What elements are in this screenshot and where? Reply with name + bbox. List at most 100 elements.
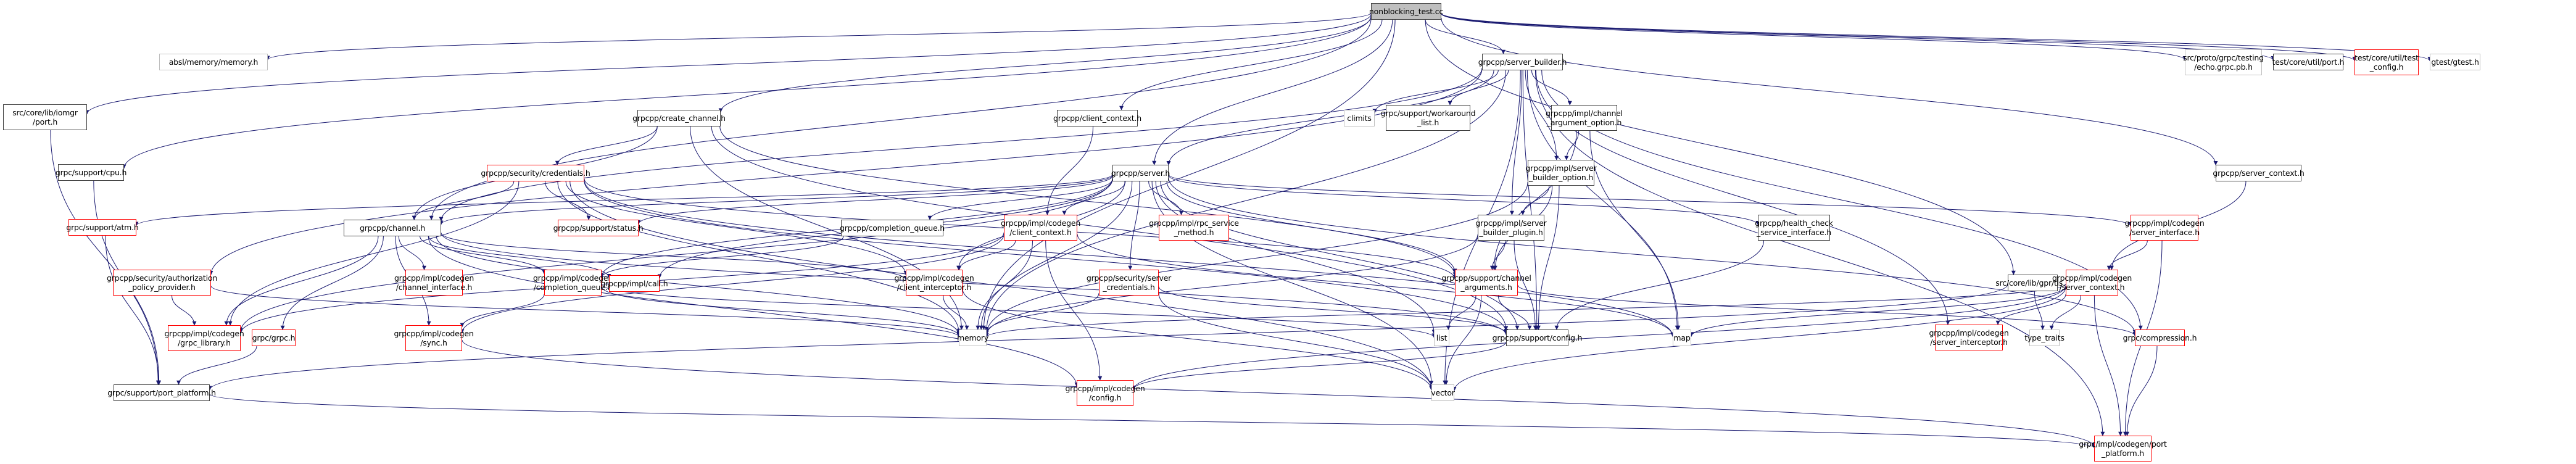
edge-root-to-client-context (1119, 19, 1383, 110)
edge-channel-to-channel-interface (398, 236, 426, 270)
node-completion-queue[interactable]: grpcpp/completion_queue.h (840, 220, 945, 236)
node-gtest: gtest/gtest.h (2430, 54, 2480, 70)
node-echo-pb: src/proto/grpc/testing /echo.grpc.pb.h (2183, 49, 2264, 75)
node-channel[interactable]: grpcpp/channel.h (344, 220, 441, 236)
node-authz-policy[interactable]: grpcpp/security/authorization _policy_pr… (107, 270, 217, 296)
edge-health-check-to-support-config (1554, 240, 1765, 330)
node-port-platform[interactable]: grpc/support/port_platform.h (107, 384, 216, 401)
edge-iomgr-port-to-port-platform (50, 130, 160, 385)
node-memory: memory (957, 329, 988, 346)
node-server-builder[interactable]: grpcpp/server_builder.h (1478, 54, 1567, 70)
edge-server-to-vector (1151, 181, 1434, 385)
edge-server-builder-to-support-config (1522, 70, 1539, 330)
edge-root-to-absl-memory (265, 12, 1372, 60)
node-channel-interface[interactable]: grpcpp/impl/codegen /channel_interface.h (394, 270, 474, 296)
edge-codegen-server-context-to-map (1689, 286, 2066, 338)
edge-server-to-compression (1168, 177, 2137, 334)
node-absl-memory: absl/memory/memory.h (159, 54, 268, 70)
edge-server-to-channel (439, 175, 1113, 225)
edge-codegen-server-context-to-codegen-port-platform (2094, 295, 2123, 436)
node-call[interactable]: grpcpp/impl/call.h (601, 275, 668, 292)
node-rpc-service-method[interactable]: grpcpp/impl/rpc_service _method.h (1149, 215, 1239, 241)
node-cpu[interactable]: grpc/support/cpu.h (56, 164, 126, 181)
edge-server-to-health-check (1168, 175, 1760, 225)
node-codegen-port-platform[interactable]: grpc/impl/codegen/port _platform.h (2079, 436, 2167, 462)
edge-codegen-server-context-to-codegen-config (1131, 285, 2066, 391)
edge-server-builder-option-to-memory (984, 182, 1528, 334)
edge-server-builder-to-server-builder-option (1525, 70, 1559, 160)
edge-root-to-server (1152, 19, 1393, 165)
node-channel-argument-option[interactable]: grpcpp/impl/channel _argument_option.h (1546, 105, 1623, 131)
edge-server-to-memory (979, 181, 1133, 330)
edge-credentials-to-grpc-library (228, 181, 520, 326)
edge-server-builder-to-channel-argument-option (1531, 70, 1572, 106)
node-grpc-h[interactable]: grpc/grpc.h (252, 329, 296, 346)
edge-authz-policy-to-grpc-library (171, 295, 197, 326)
edge-credentials-to-channel (412, 181, 515, 220)
edge-channel-arguments-to-vector (1444, 295, 1482, 385)
node-codegen-server-context[interactable]: grpcpp/impl/codegen /server_context.h (2052, 270, 2132, 296)
edge-root-to-server-context (1441, 18, 2218, 166)
edge-channel-to-client-interceptor (441, 233, 908, 281)
edge-credentials-to-support-config (584, 181, 1509, 333)
node-test-config[interactable]: test/core/util/test _config.h (2354, 49, 2419, 75)
edge-server-to-grpc-library (238, 178, 1113, 333)
node-support-config[interactable]: grpcpp/support/config.h (1493, 329, 1583, 346)
node-test-port[interactable]: test/core/util/port.h (2272, 54, 2345, 70)
node-health-check[interactable]: grpcpp/health_check _service_interface.h (1755, 215, 1833, 241)
edge-channel-arguments-to-support-config (1497, 295, 1532, 330)
edge-root-to-cpu (122, 15, 1372, 169)
edge-server-builder-to-map (1526, 70, 1679, 330)
edge-create-channel-to-credentials (555, 126, 658, 165)
edge-channel-to-support-config (441, 233, 1509, 336)
edge-codegen-client-context-to-map (1077, 234, 1675, 337)
edge-server-credentials-to-memory (984, 293, 1100, 334)
edge-codegen-server-context-to-memory (984, 283, 2066, 338)
edge-server-to-support-config (1160, 181, 1520, 330)
node-grpc-library[interactable]: grpcpp/impl/codegen /grpc_library.h (164, 325, 244, 351)
node-workaround-list[interactable]: grpc/support/workaround _list.h (1381, 105, 1476, 131)
node-server-interface[interactable]: grpcpp/impl/codegen /server_interface.h (2124, 215, 2205, 241)
node-sync[interactable]: grpcpp/impl/codegen /sync.h (394, 325, 474, 351)
edge-credentials-to-client-interceptor (565, 181, 908, 276)
edge-authz-policy-to-memory (210, 286, 961, 338)
edge-channel-to-memory (436, 236, 961, 336)
node-create-channel[interactable]: grpcpp/create_channel.h (632, 110, 726, 126)
node-server-builder-option[interactable]: grpcpp/impl/server _builder_option.h (1525, 160, 1597, 186)
node-credentials[interactable]: grpcpp/security/credentials.h (481, 165, 590, 181)
node-root[interactable]: nonblocking_test.cc (1369, 3, 1443, 20)
node-status[interactable]: grpcpp/support/status.h (553, 220, 644, 236)
node-client-interceptor[interactable]: grpcpp/impl/codegen /client_interceptor.… (894, 270, 974, 296)
node-channel-arguments[interactable]: grpcpp/support/channel _arguments.h (1441, 270, 1531, 296)
node-server-builder-plugin[interactable]: grpcpp/impl/server _builder_plugin.h (1475, 215, 1547, 241)
node-server-credentials[interactable]: grpcpp/security/server _credentials.h (1087, 270, 1171, 296)
node-compression[interactable]: grpc/compression.h (2123, 329, 2197, 346)
node-atm[interactable]: grpc/support/atm.h (66, 219, 139, 236)
node-codegen-config[interactable]: grpcpp/impl/codegen /config.h (1065, 380, 1145, 406)
edge-server-to-list (1155, 181, 1436, 334)
node-codegen-completion-queue[interactable]: grpcpp/impl/codegen /completion_queue.h (533, 270, 613, 296)
node-server-context[interactable]: grpcpp/server_context.h (2213, 165, 2305, 181)
edge-credentials-to-map (584, 180, 1675, 338)
node-codegen-client-context[interactable]: grpcpp/impl/codegen /client_context.h (1001, 215, 1080, 241)
edge-server-credentials-to-support-config (1158, 286, 1509, 334)
edge-root-to-gpr-tls (1425, 19, 2016, 275)
node-client-context[interactable]: grpcpp/client_context.h (1053, 110, 1141, 126)
edge-server-builder-option-to-server-builder-plugin (1520, 185, 1550, 215)
edge-compression-to-codegen-port-platform (2125, 346, 2158, 436)
edge-channel-arguments-to-list (1446, 295, 1476, 330)
node-list: list (1434, 329, 1449, 346)
node-server-interceptor[interactable]: grpcpp/impl/codegen /server_interceptor.… (1929, 325, 2009, 350)
node-vector: vector (1431, 384, 1455, 401)
edge-channel-to-grpc-h (280, 236, 384, 330)
edge-credentials-to-memory (557, 181, 961, 333)
edge-atm-to-port-platform (105, 235, 161, 385)
edge-root-to-echo-pb (1441, 13, 2187, 60)
edge-completion-queue-to-codegen-completion-queue (599, 236, 844, 278)
node-iomgr-port[interactable]: src/core/lib/iomgr /port.h (3, 104, 87, 130)
edge-server-builder-plugin-to-memory (984, 234, 1478, 336)
node-gpr-tls[interactable]: src/core/lib/gpr/tls.h (1995, 275, 2070, 291)
edge-server-builder-to-memory (984, 70, 1507, 331)
node-server[interactable]: grpcpp/server.h (1111, 165, 1170, 181)
edge-codegen-client-context-to-memory (975, 240, 1033, 330)
